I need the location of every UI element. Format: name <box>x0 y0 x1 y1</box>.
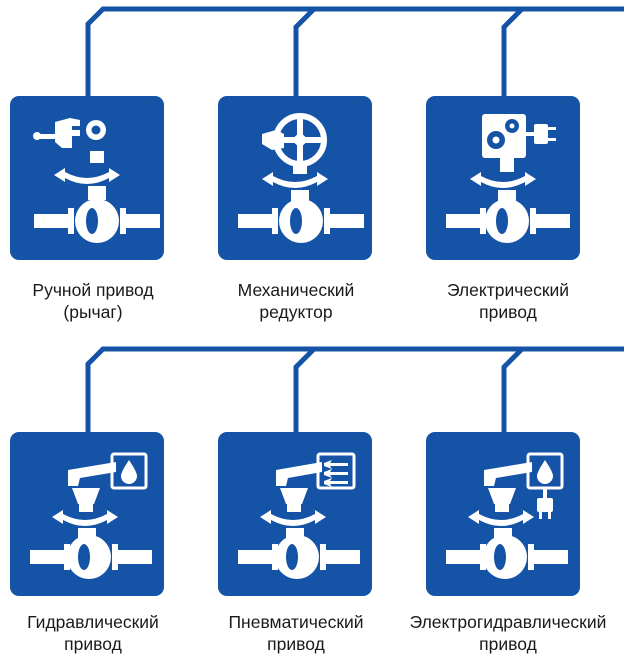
pneumatic-air-flow-icon <box>238 452 360 579</box>
gear-reducer-tile <box>218 96 372 260</box>
label-line-2: привод <box>479 302 537 322</box>
label-manual-lever: Ручной привод (рычаг) <box>0 279 197 323</box>
electrohydraulic-drive-tile <box>426 432 580 596</box>
pneumatic-drive-tile <box>218 432 372 596</box>
manual-lever-icon <box>33 118 160 243</box>
label-hydraulic-drive: Гидравлический привод <box>0 611 197 655</box>
connector-line-row-2 <box>85 346 624 440</box>
label-line-2: редуктор <box>259 302 333 322</box>
label-line-1: Ручной привод <box>32 280 154 300</box>
gear-reducer-handwheel-icon <box>238 113 364 243</box>
hydraulic-drop-icon <box>30 452 152 579</box>
label-pneumatic-drive: Пневматический привод <box>192 611 400 655</box>
label-line-1: Механический <box>237 280 355 300</box>
label-line-1: Электрогидравлический <box>409 612 607 632</box>
connector-branch-row-2-item-3 <box>501 347 524 440</box>
connector-branch-row-2-item-2 <box>293 347 316 440</box>
label-line-2: привод <box>267 634 325 654</box>
label-line-1: Гидравлический <box>27 612 159 632</box>
connector-line-row-1 <box>85 6 624 110</box>
connector-branch-row-1-item-2 <box>293 7 316 110</box>
label-line-2: (рычаг) <box>63 302 123 322</box>
label-line-1: Электрический <box>446 280 570 300</box>
electric-drive-tile <box>426 96 580 260</box>
label-line-1: Пневматический <box>228 612 364 632</box>
label-electrohydraulic-drive: Электрогидравлический привод <box>404 611 612 655</box>
connector-branch-row-1-item-3 <box>501 7 524 110</box>
label-line-2: привод <box>64 634 122 654</box>
manual-lever-tile <box>10 96 164 260</box>
label-gear-reducer: Механический редуктор <box>192 279 400 323</box>
electric-gears-plug-icon <box>446 114 570 243</box>
label-line-2: привод <box>479 634 537 654</box>
hydraulic-drive-tile <box>10 432 164 596</box>
electrohydraulic-drop-plug-icon <box>446 452 568 579</box>
label-electric-drive: Электрический привод <box>404 279 612 323</box>
